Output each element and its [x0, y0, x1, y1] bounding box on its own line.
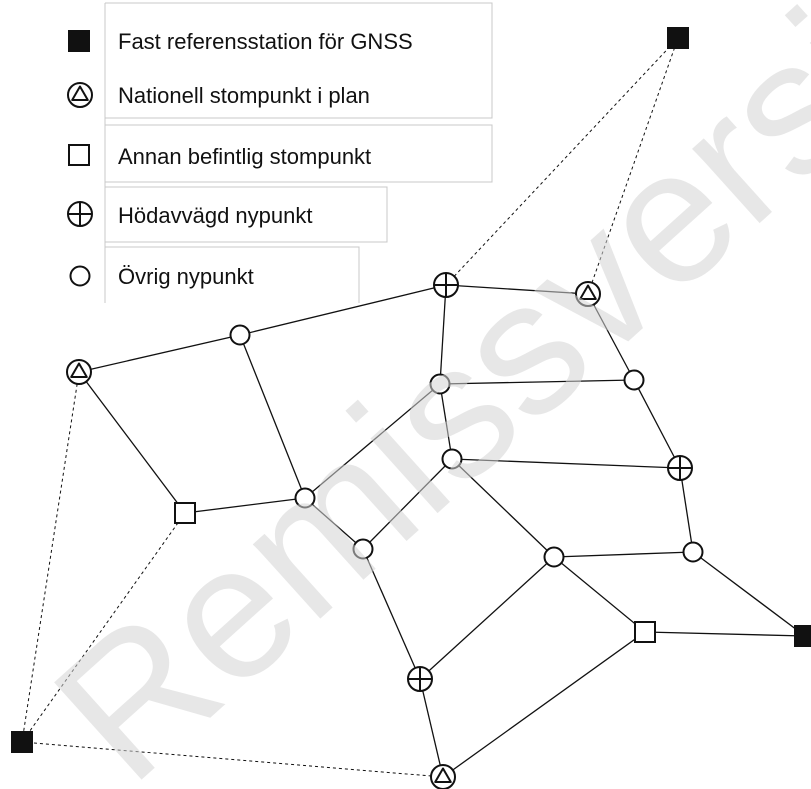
solid-link-c8-ref-right: [692, 551, 806, 637]
legend-frame-4: [105, 246, 360, 303]
solid-link-c7-c8: [553, 551, 694, 558]
solid-link-c5-c6: [304, 497, 364, 550]
point-tri-left-circle-triangle-icon: [66, 359, 92, 385]
point-ref-top-right-filled-square-icon: [667, 27, 689, 49]
legend-label: Fast referensstation för GNSS: [118, 29, 413, 54]
open-square-icon: [68, 144, 90, 166]
solid-link-c1-plus-top: [239, 284, 447, 336]
legend-item-national-control-point: Nationell stompunkt i plan: [67, 82, 370, 108]
solid-link-c2-c3: [439, 379, 635, 385]
legend-frame-2: [105, 124, 493, 183]
point-plus-bottom-circle-plus-icon: [407, 666, 433, 692]
solid-link-tri-top-right-c3: [587, 293, 635, 381]
circle-triangle-icon: [67, 82, 93, 108]
legend-item-gnss-reference: Fast referensstation för GNSS: [68, 29, 413, 54]
legend-frame-3: [105, 186, 388, 243]
solid-link-group: [78, 284, 806, 778]
legend-frame-1: [105, 2, 493, 119]
dashed-link-plus-top-ref-top-right: [445, 37, 679, 286]
solid-link-sq-bottom-right-ref-right: [644, 631, 806, 637]
point-ref-right-filled-square-icon: [794, 625, 811, 647]
point-plus-right-circle-plus-icon: [667, 455, 693, 481]
solid-link-tri-bottom-sq-bottom-right: [442, 631, 646, 778]
dashed-link-group: [21, 37, 679, 778]
legend-item-existing-control-point: Annan befintlig stompunkt: [68, 144, 371, 169]
solid-link-c6-plus-bottom: [362, 548, 421, 680]
solid-link-c2-c4: [439, 383, 453, 460]
solid-link-tri-left-c1: [78, 334, 241, 373]
solid-link-c4-c7: [451, 458, 555, 558]
solid-link-c1-c5: [239, 334, 306, 499]
solid-link-c3-plus-right: [633, 379, 681, 469]
dashed-link-ref-bottom-left-tri-bottom: [21, 741, 444, 778]
point-c1-open-circle-icon: [229, 324, 251, 346]
legend: Fast referensstation för GNSS Nationell …: [67, 2, 493, 303]
point-c8-open-circle-icon: [682, 541, 704, 563]
solid-link-sq-left-c5: [184, 497, 306, 514]
solid-link-c7-sq-bottom-right: [553, 556, 646, 633]
solid-link-c4-plus-right: [451, 458, 681, 469]
legend-label: Övrig nypunkt: [118, 264, 254, 289]
solid-link-plus-bottom-c7: [419, 556, 555, 680]
point-c7-open-circle-icon: [543, 546, 565, 568]
legend-item-other-new-point: Övrig nypunkt: [69, 264, 254, 289]
solid-link-tri-left-sq-left: [78, 371, 186, 514]
legend-label: Annan befintlig stompunkt: [118, 144, 371, 169]
filled-square-icon: [68, 30, 90, 52]
solid-link-plus-bottom-tri-bottom: [419, 678, 444, 778]
legend-item-levelled-new-point: Hödavvägd nypunkt: [67, 201, 312, 228]
point-tri-bottom-circle-triangle-icon: [430, 764, 456, 789]
dashed-link-sq-left-ref-bottom-left: [21, 512, 186, 743]
legend-label: Hödavvägd nypunkt: [118, 203, 312, 228]
point-sq-bottom-right-open-square-icon: [634, 621, 656, 643]
solid-link-c5-c2: [304, 383, 441, 499]
open-circle-icon: [69, 265, 91, 287]
legend-label: Nationell stompunkt i plan: [118, 83, 370, 108]
solid-link-plus-top-c2: [439, 284, 447, 385]
solid-link-plus-top-tri-top-right: [445, 284, 589, 295]
point-ref-bottom-left-filled-square-icon: [11, 731, 33, 753]
solid-link-plus-right-c8: [679, 467, 694, 553]
solid-link-c6-c4: [362, 458, 453, 550]
dashed-link-tri-left-ref-bottom-left: [21, 371, 80, 743]
circle-plus-icon: [67, 201, 93, 227]
